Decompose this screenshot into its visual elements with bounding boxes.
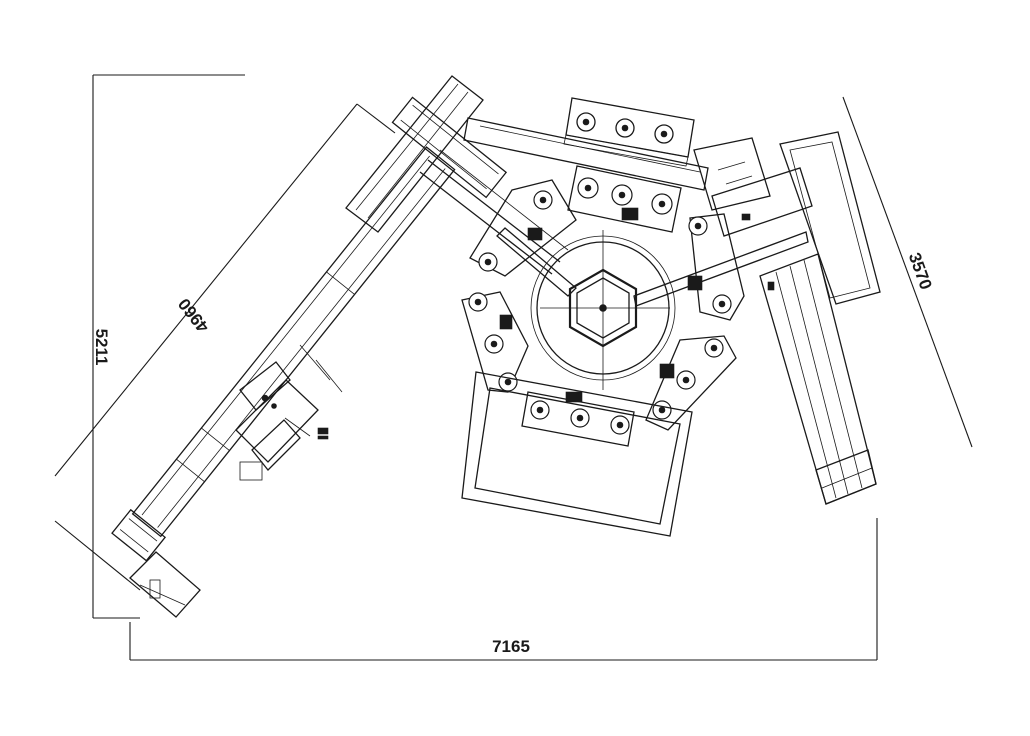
motor-icon [576, 112, 674, 144]
top-motor-block [463, 97, 709, 191]
hexagon-hub-icon [540, 230, 670, 390]
bottom-table [461, 371, 693, 537]
dimension-lines [54, 74, 973, 661]
central-carousel [496, 227, 809, 390]
dim-label-right-arm: 3570 [905, 250, 936, 292]
dim-label-left-arm: 4960 [175, 295, 213, 337]
dim-label-overall-width: 7165 [492, 637, 530, 656]
right-conveyor-arm [693, 131, 881, 505]
left-conveyor-arm [111, 75, 569, 618]
dim-label-overall-height: 5211 [92, 329, 111, 366]
